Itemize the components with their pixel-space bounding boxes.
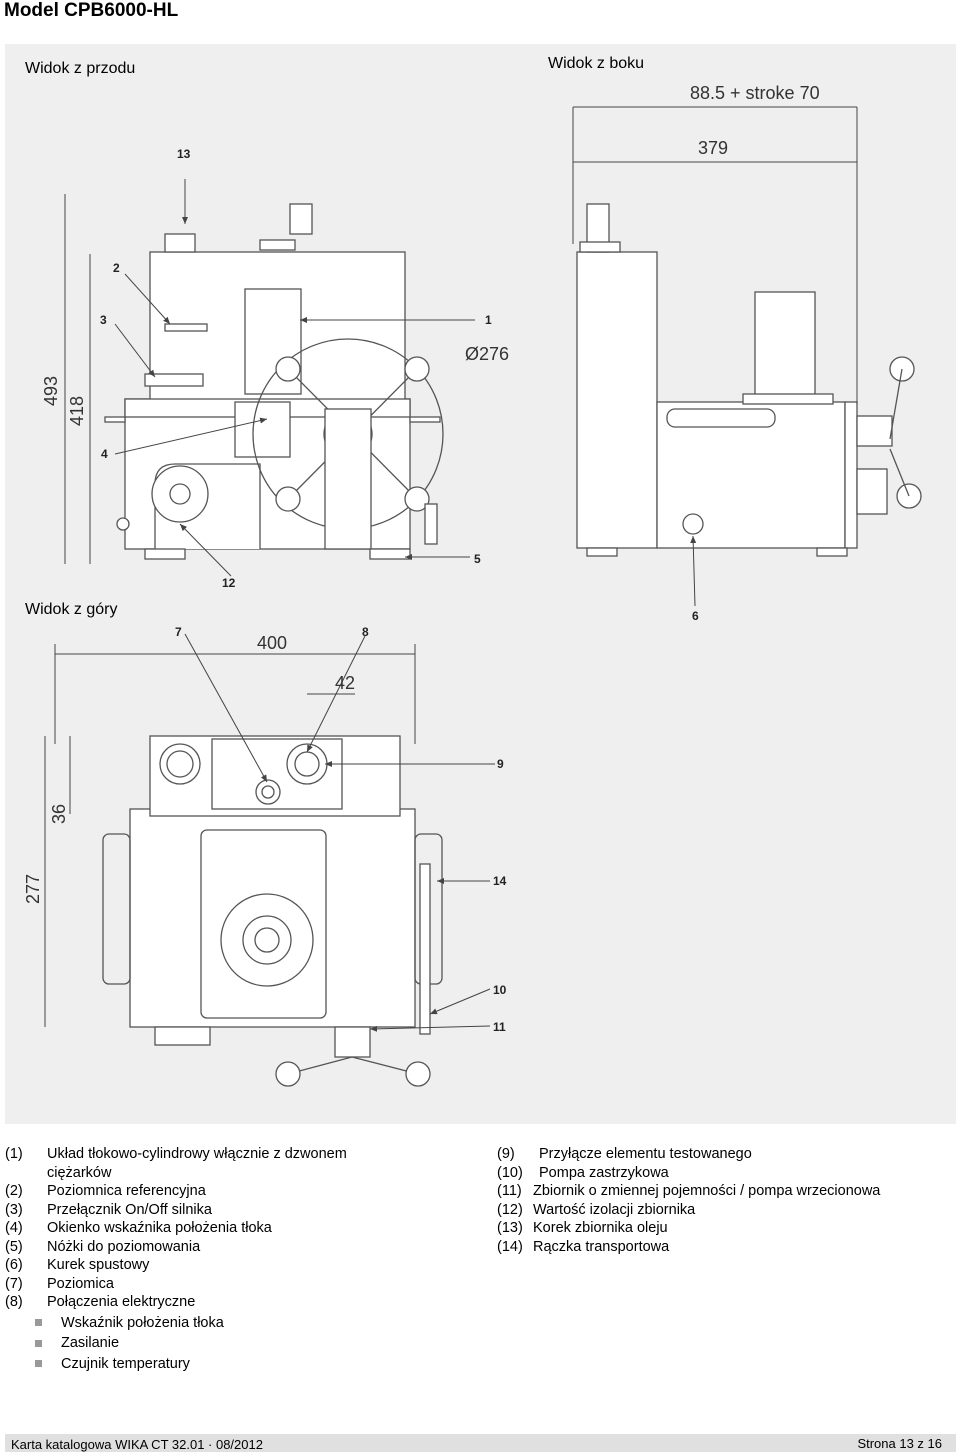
dim-885-stroke: 88.5 + stroke 70: [690, 83, 820, 103]
callout-1: 1: [485, 313, 492, 327]
footer-catalog: Karta katalogowa WIKA CT 32.01 · 08/2012: [11, 1437, 263, 1452]
legend-subitem: Wskaźnik położenia tłoka: [35, 1314, 445, 1333]
legend-subitem: Czujnik temperatury: [35, 1355, 445, 1374]
legend-item-9: (9)Przyłącze elementu testowanego: [497, 1146, 752, 1162]
legend-subitem: Zasilanie: [35, 1334, 445, 1353]
legend-item-8: (8)Połączenia elektryczne: [5, 1294, 196, 1310]
legend-item-12: (12)Wartość izolacji zbiornika: [497, 1201, 696, 1218]
view-label-top: Widok z góry: [25, 601, 118, 618]
legend-item-11: (11)Zbiornik o zmiennej pojemności / pom…: [497, 1183, 881, 1199]
legend-item-14: (14)Rączka transportowa: [497, 1238, 670, 1255]
dim-277: 277: [23, 874, 43, 904]
dim-418: 418: [67, 396, 87, 426]
callout-5: 5: [474, 552, 481, 566]
top-fitting: [289, 203, 313, 235]
legend-item-10: (10)Pompa zastrzykowa: [497, 1164, 669, 1181]
legend-item-6: (6)Kurek spustowy: [5, 1257, 150, 1273]
legend-right: (9)Przyłącze elementu testowanego (10)Po…: [497, 1145, 952, 1256]
legend-item-2: (2)Poziomnica referencyjna: [5, 1183, 206, 1199]
callout-12: 12: [222, 576, 236, 590]
view-label-side: Widok z boku: [548, 55, 645, 72]
dim-276: Ø276: [465, 344, 509, 364]
callout-14: 14: [493, 874, 507, 888]
footer-page-number: Strona 13 z 16: [857, 1436, 942, 1451]
callout-9: 9: [497, 757, 504, 771]
dim-493: 493: [41, 376, 61, 406]
side-housing: [576, 251, 658, 549]
page-title: Model CPB6000-HL: [4, 0, 179, 21]
dim-42: 42: [335, 673, 355, 693]
legend-item-5: (5)Nóżki do poziomowania: [5, 1238, 201, 1255]
callout-6: 6: [692, 609, 699, 623]
legend-item-13: (13)Korek zbiornika oleju: [497, 1220, 668, 1236]
callout-7: 7: [175, 625, 182, 639]
callout-13: 13: [177, 147, 191, 161]
side-view-drawing: [576, 203, 922, 557]
callout-10: 10: [493, 983, 507, 997]
callout-4: 4: [101, 447, 108, 461]
legend-left: (1) Układ tłokowo-cylindrowy włącznie z …: [5, 1145, 445, 1373]
dim-36: 36: [49, 804, 69, 824]
callout-3: 3: [100, 313, 107, 327]
callout-2: 2: [113, 261, 120, 275]
legend-item-4: (4)Okienko wskaźnika położenia tłoka: [5, 1220, 272, 1236]
side-cylinder: [754, 291, 816, 401]
drawing-panel: 493 418 Ø276 88.5 + stroke 70 379 400 42…: [5, 44, 956, 1124]
technical-drawing: 493 418 Ø276 88.5 + stroke 70 379 400 42…: [23, 83, 922, 1087]
dim-400: 400: [257, 633, 287, 653]
legend-item-1: (1) Układ tłokowo-cylindrowy włącznie z …: [5, 1146, 347, 1181]
front-view-drawing: [104, 203, 444, 560]
top-view-drawing: [102, 735, 443, 1087]
callout-11: 11: [493, 1020, 506, 1034]
legend-item-7: (7)Poziomica: [5, 1275, 114, 1292]
reference-level: [164, 233, 196, 253]
page-footer: Karta katalogowa WIKA CT 32.01 · 08/2012…: [5, 1434, 956, 1452]
dim-379: 379: [698, 138, 728, 158]
callout-8: 8: [362, 625, 369, 639]
view-label-front: Widok z przodu: [25, 60, 136, 77]
legend-item-3: (3)Przełącznik On/Off silnika: [5, 1201, 212, 1218]
